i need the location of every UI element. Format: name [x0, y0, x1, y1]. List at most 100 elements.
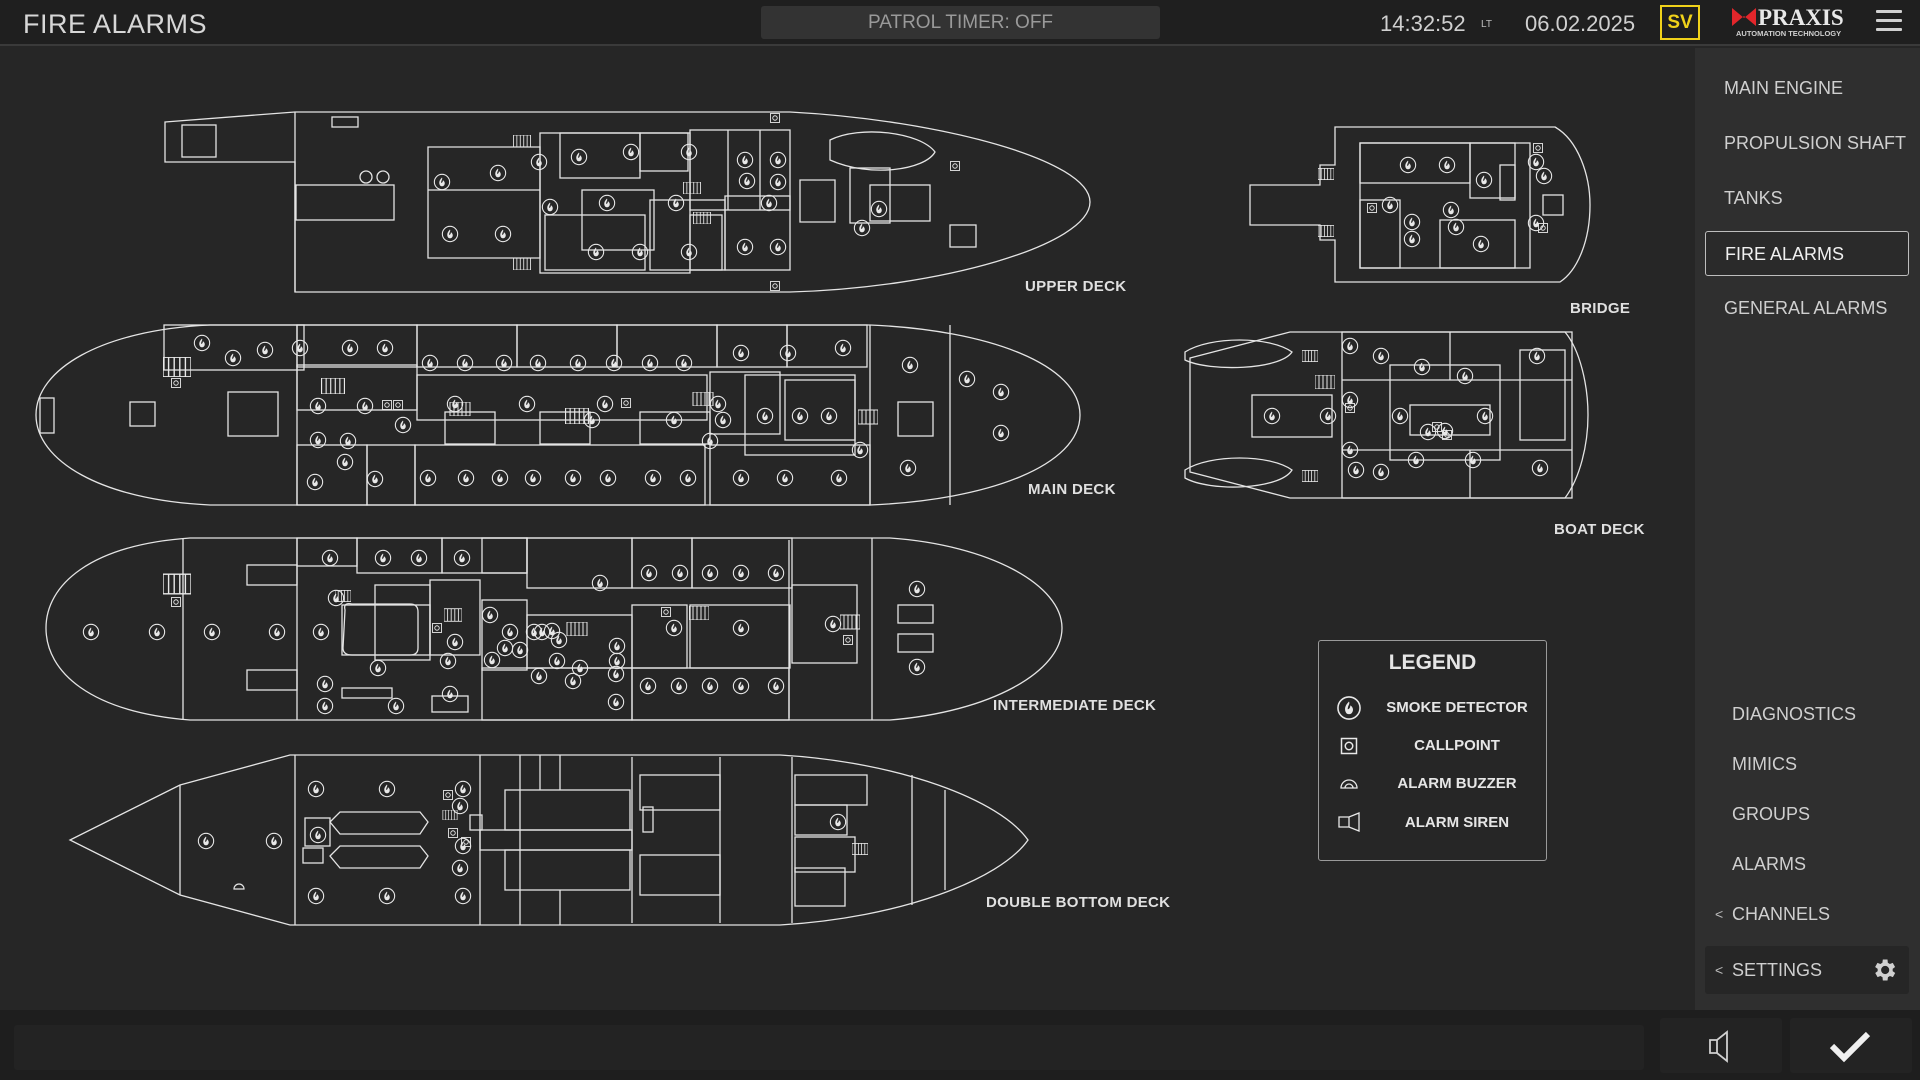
time-zone-label: LT: [1481, 19, 1492, 30]
smoke-detector-icon: [454, 887, 472, 905]
smoke-detector-icon: [378, 780, 396, 798]
hamburger-menu-icon[interactable]: [1876, 10, 1902, 34]
alarm-buzzer-icon: [233, 883, 245, 890]
chevron-left-icon: <: [1715, 962, 1724, 978]
nav-propulsion-shaft[interactable]: PROPULSION SHAFT: [1724, 133, 1907, 153]
smoke-detector-icon: [564, 672, 582, 690]
room-outline: [1499, 164, 1516, 201]
smoke-detector-icon: [306, 473, 324, 491]
callpoint-icon: [770, 281, 780, 291]
bollard: [359, 170, 373, 184]
room-outline: [791, 584, 858, 664]
smoke-detector-icon: [457, 469, 475, 487]
smoke-detector-icon: [1438, 156, 1456, 174]
hull-upper-deck: [164, 111, 1091, 293]
smoke-detector-icon: [599, 469, 617, 487]
user-badge[interactable]: SV: [1660, 5, 1700, 40]
smoke-detector-icon: [309, 826, 327, 844]
nav-general-alarms[interactable]: GENERAL ALARMS: [1724, 298, 1888, 318]
room-outline: [794, 804, 848, 836]
top-bar: FIRE ALARMS PATROL TIMER: OFF 14:32:52 L…: [0, 0, 1920, 46]
smoke-detector-icon: [1341, 337, 1359, 355]
smoke-detector-icon: [899, 459, 917, 477]
smoke-detector-icon: [1337, 696, 1361, 720]
smoke-detector-icon: [824, 615, 842, 633]
mute-button[interactable]: [1660, 1018, 1782, 1073]
smoke-detector-icon: [441, 225, 459, 243]
smoke-detector-icon: [1403, 213, 1421, 231]
room-outline: [516, 324, 618, 368]
room-outline: [129, 401, 156, 427]
smoke-detector-icon: [680, 243, 698, 261]
callpoint-icon: [171, 597, 181, 607]
smoke-detector-icon: [679, 469, 697, 487]
smoke-detector-icon: [82, 623, 100, 641]
nav-fire-alarms[interactable]: FIRE ALARMS: [1705, 231, 1909, 276]
smoke-detector-icon: [769, 151, 787, 169]
smoke-detector-icon: [433, 173, 451, 191]
smoke-detector-icon: [1442, 201, 1460, 219]
smoke-detector-icon: [680, 143, 698, 161]
nav-alarms[interactable]: ALARMS: [1732, 854, 1807, 874]
smoke-detector-icon: [736, 238, 754, 256]
room-outline: [341, 604, 431, 656]
smoke-detector-icon: [336, 453, 354, 471]
smoke-detector-icon: [829, 813, 847, 831]
smoke-detector-icon: [193, 334, 211, 352]
room-outline: [479, 829, 633, 851]
nav-tanks[interactable]: TANKS: [1724, 188, 1783, 208]
room-outline: [341, 687, 393, 699]
smoke-detector-icon: [992, 424, 1010, 442]
smoke-detector-icon: [958, 370, 976, 388]
room-outline: [689, 129, 791, 211]
nav-mimics[interactable]: MIMICS: [1732, 754, 1797, 774]
room-outline: [304, 817, 331, 847]
patrol-timer-status[interactable]: PATROL TIMER: OFF: [761, 6, 1160, 39]
nav-diagnostics[interactable]: DIAGNOSTICS: [1732, 704, 1857, 724]
nav-groups[interactable]: GROUPS: [1732, 804, 1811, 824]
callpoint-icon: [382, 400, 392, 410]
smoke-detector-icon: [451, 859, 469, 877]
smoke-detector-icon: [769, 238, 787, 256]
nav-channels[interactable]: CHANNELS: [1732, 904, 1831, 924]
smoke-detector-icon: [268, 623, 286, 641]
legend-row-smoke-detector: SMOKE DETECTOR: [1335, 694, 1535, 722]
deck-label-double-bottom: DOUBLE BOTTOM DECK: [986, 894, 1171, 911]
callpoint-icon: [393, 400, 403, 410]
legend-label: CALLPOINT: [1414, 737, 1500, 754]
callpoint-icon: [432, 623, 442, 633]
tank: [342, 602, 419, 656]
alarm-message-bar: [14, 1025, 1644, 1070]
logo-text: PRAXIS: [1758, 5, 1844, 30]
room-outline: [639, 774, 721, 811]
legend-row-alarm-siren: ALARM SIREN: [1335, 809, 1535, 837]
smoke-detector-icon: [548, 652, 566, 670]
room-outline: [296, 444, 368, 506]
room-outline: [689, 214, 723, 271]
smoke-detector-icon: [1399, 156, 1417, 174]
life-raft: [829, 131, 936, 171]
legend-row-callpoint: CALLPOINT: [1335, 732, 1535, 760]
smoke-detector-icon: [341, 339, 359, 357]
smoke-detector-icon: [309, 397, 327, 415]
smoke-detector-icon: [732, 677, 750, 695]
smoke-detector-icon: [640, 564, 658, 582]
settings-button[interactable]: < SETTINGS: [1705, 946, 1909, 994]
smoke-detector-icon: [701, 564, 719, 582]
callpoint-icon: [1340, 737, 1358, 755]
smoke-detector-icon: [394, 416, 412, 434]
acknowledge-button[interactable]: [1790, 1018, 1912, 1073]
smoke-detector-icon: [312, 623, 330, 641]
smoke-detector-icon: [767, 677, 785, 695]
smoke-detector-icon: [451, 797, 469, 815]
smoke-detector-icon: [901, 356, 919, 374]
room-outline: [481, 599, 528, 671]
nav-main-engine[interactable]: MAIN ENGINE: [1724, 78, 1844, 98]
room-outline: [227, 391, 279, 437]
smoke-detector-icon: [992, 383, 1010, 401]
gear-icon[interactable]: [1870, 956, 1898, 984]
smoke-detector-icon: [767, 564, 785, 582]
smoke-detector-icon: [518, 395, 536, 413]
deck-label-boat: BOAT DECK: [1554, 521, 1645, 538]
stair-icon: [566, 622, 588, 636]
